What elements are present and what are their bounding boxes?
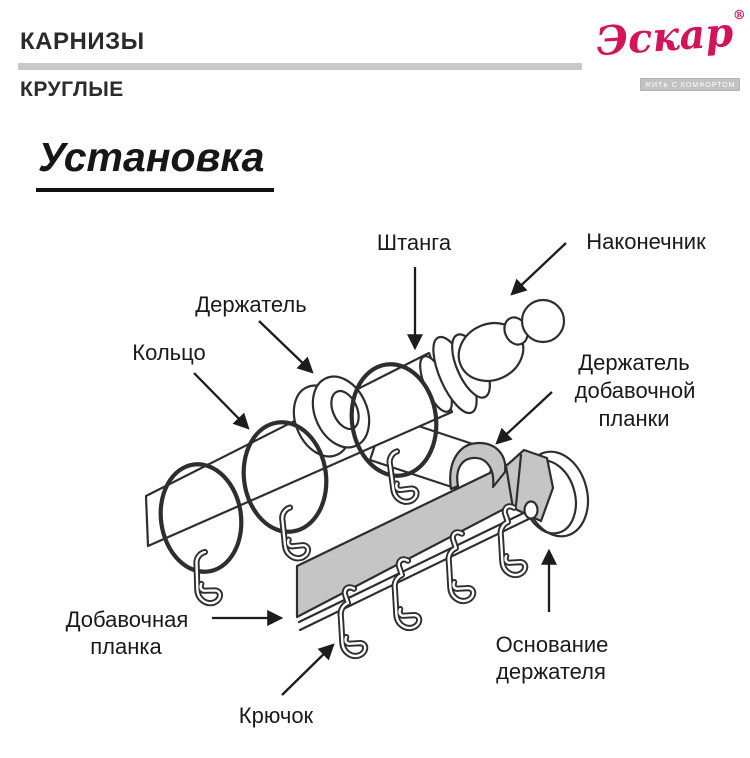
arrow-holder [258, 320, 314, 374]
svg-text:держателя: держателя [496, 659, 606, 684]
svg-text:добавочной: добавочной [575, 378, 696, 403]
arrow-finial [510, 242, 567, 296]
header-category: КАРНИЗЫ [20, 28, 145, 55]
brand-tagline: ЖИТЬ С КОМФОРТОМ [640, 78, 740, 91]
finial [419, 298, 566, 415]
svg-text:планки: планки [598, 406, 669, 431]
header-subcategory: КРУГЛЫЕ [20, 78, 124, 101]
svg-text:планка: планка [90, 634, 162, 659]
page-title: Установка [36, 134, 275, 192]
arrow-hook [281, 643, 335, 696]
header-divider [18, 63, 582, 70]
svg-text:Основание: Основание [496, 632, 609, 657]
label-holder-base: Основание держателя [496, 632, 609, 684]
svg-text:Добавочная: Добавочная [66, 607, 189, 632]
ring-clip-1 [190, 551, 227, 605]
label-plank: Добавочная планка [66, 607, 189, 659]
label-hook: Крючок [239, 703, 314, 728]
arrow-ring [193, 372, 250, 430]
curtain-ring-3 [349, 362, 439, 478]
curtain-ring-1 [158, 462, 244, 574]
curtain-ring-2 [241, 420, 329, 534]
label-ring: Кольцо [132, 340, 205, 365]
label-rod: Штанга [377, 230, 452, 255]
label-plank-holder: Держатель добавочной планки [575, 350, 696, 431]
arrow-plank-holder [495, 391, 553, 445]
svg-text:Держатель: Держатель [578, 350, 689, 375]
label-finial: Наконечник [586, 229, 706, 254]
plank-holder-bracket [449, 441, 555, 523]
bracket-screw-hole [523, 500, 539, 520]
label-holder: Держатель [195, 292, 306, 317]
